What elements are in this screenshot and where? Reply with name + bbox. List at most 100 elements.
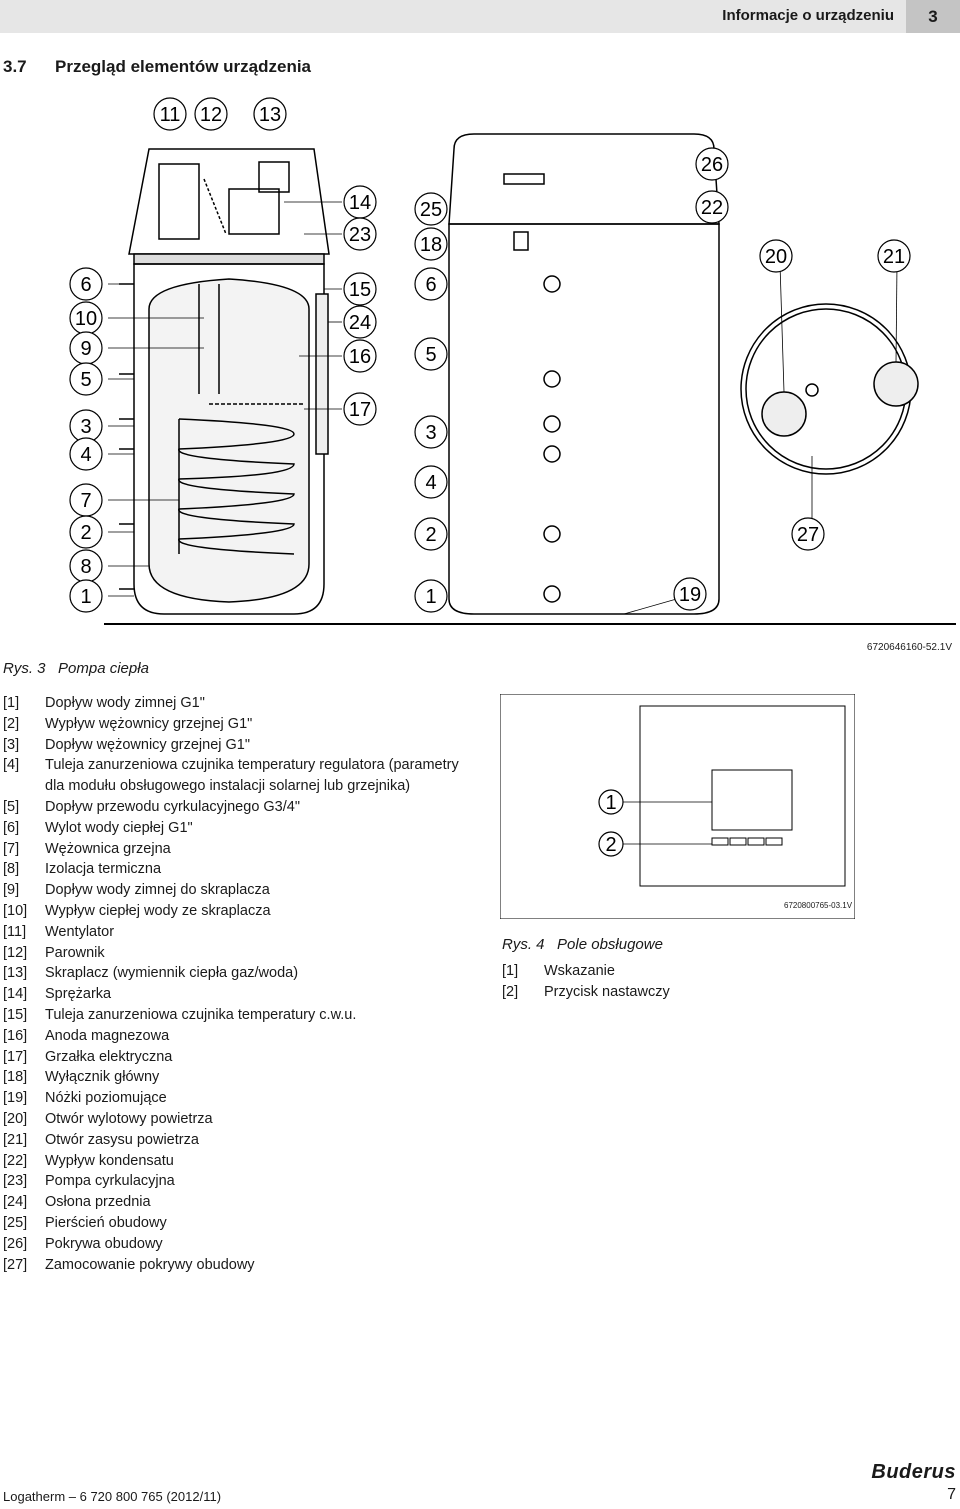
figure3-legend-item: [6]Wylot wody ciepłej G1" xyxy=(3,818,459,839)
callout-circle xyxy=(695,190,729,224)
legend-key: [14] xyxy=(3,986,28,1003)
figure3-caption: Rys. 3 Pompa ciepła xyxy=(3,660,149,677)
callout-label: 2 xyxy=(80,522,91,544)
heading-number: 3.7 xyxy=(3,57,27,76)
legend-text: Pierścień obudowy xyxy=(45,1214,167,1231)
figure4-callout-2: 2 xyxy=(605,834,616,856)
legend-text: dla modułu obsługowego instalacji solarn… xyxy=(45,778,411,795)
legend-key: [3] xyxy=(3,736,20,753)
legend-text: Wskazanie xyxy=(544,963,615,979)
callout-label: 14 xyxy=(349,192,371,214)
figure3-legend-item: [14] Sprężarka xyxy=(3,984,459,1005)
legend-text: Parownik xyxy=(45,944,105,961)
callout-circle xyxy=(695,147,729,181)
legend-text: Grzałka elektryczna xyxy=(45,1048,173,1065)
figure4-caption-label: Rys. 4 xyxy=(502,936,545,953)
figure4-caption: Rys. 4 Pole obsługowe xyxy=(502,936,663,953)
callout-circle xyxy=(343,272,377,306)
legend-text: Otwór wylotowy powietrza xyxy=(45,1110,213,1127)
callout-label: 20 xyxy=(765,246,787,268)
legend-text: Wężownica grzejna xyxy=(45,840,171,857)
callout-label: 5 xyxy=(425,344,436,366)
callout-label: 18 xyxy=(420,234,442,256)
legend-key: [19] xyxy=(3,1090,28,1107)
legend-key: [15] xyxy=(3,1006,28,1023)
legend-text: Sprężarka xyxy=(45,986,112,1003)
figure3-legend-item: [2]Wypływ wężownicy grzejnej G1" xyxy=(3,714,459,735)
figure3-legend-item: [7] Wężownica grzejna xyxy=(3,839,459,860)
legend-text: Przycisk nastawczy xyxy=(544,983,670,1000)
callout-circle xyxy=(414,267,448,301)
callout-label: 23 xyxy=(349,224,371,246)
callout-label: 16 xyxy=(349,346,371,368)
figure3-legend-item: [12]Parownik xyxy=(3,943,459,964)
callout-circle xyxy=(343,217,377,251)
legend-text: Dopływ przewodu cyrkulacyjnego G3/4" xyxy=(45,798,300,815)
callout-label: 5 xyxy=(80,369,91,391)
legend-key: [2] xyxy=(502,983,519,1000)
legend-key: [23] xyxy=(3,1173,28,1190)
legend-key: [1] xyxy=(502,963,519,979)
legend-text: Pompa cyrkulacyjna xyxy=(45,1173,175,1190)
legend-text: Dopływ wody zimnej do skraplacza xyxy=(45,882,270,899)
callout-circle xyxy=(69,579,103,613)
legend-key: [22] xyxy=(3,1152,28,1169)
figure3-legend-item: [22] Wypływ kondensatu xyxy=(3,1151,459,1172)
callout-label: 27 xyxy=(797,524,819,546)
figure3-legend-item: [19] Nóżki poziomujące xyxy=(3,1088,459,1109)
figure3-legend-item: [17] Grzałka elektryczna xyxy=(3,1047,459,1068)
callout-circle xyxy=(414,415,448,449)
figure3-legend-item: [26]Pokrywa obudowy xyxy=(3,1234,459,1255)
legend-text: Nóżki poziomujące xyxy=(45,1090,167,1107)
callout-label: 4 xyxy=(425,472,436,494)
callout-circle xyxy=(343,392,377,426)
figure3-legend-item: [11]Wentylator xyxy=(3,922,459,943)
legend-key: [9] xyxy=(3,882,20,899)
callout-label: 8 xyxy=(80,556,91,578)
legend-text: Wypływ wężownicy grzejnej G1" xyxy=(45,715,253,732)
legend-text: Dopływ wody zimnej G1" xyxy=(45,695,205,711)
figure3-legend-item: [18]Wyłącznik główny xyxy=(3,1067,459,1088)
legend-key: [18] xyxy=(3,1069,28,1086)
legend-key: [17] xyxy=(3,1048,28,1065)
callout-label: 3 xyxy=(425,422,436,444)
callout-label: 25 xyxy=(420,199,442,221)
legend-text: Wylot wody ciepłej G1" xyxy=(45,819,193,836)
figure3-legend-item: [8]Izolacja termiczna xyxy=(3,859,459,880)
legend-key: [1] xyxy=(3,695,20,711)
callout-circle xyxy=(194,97,228,131)
callout-label: 24 xyxy=(349,312,371,334)
legend-key: [16] xyxy=(3,1027,28,1044)
figure3-caption-text: Pompa ciepła xyxy=(58,660,149,677)
callout-label: 22 xyxy=(701,197,723,219)
footer-doc: Logatherm – 6 720 800 765 (2012/11) xyxy=(3,1489,222,1504)
legend-text: Osłona przednia xyxy=(45,1194,151,1211)
legend-key: [20] xyxy=(3,1110,28,1127)
legend-text: Pokrywa obudowy xyxy=(45,1235,163,1252)
figure3-legend-item: [24]Osłona przednia xyxy=(3,1192,459,1213)
figure3-legend-item: [4]Tuleja zanurzeniowa czujnika temperat… xyxy=(3,755,459,776)
callout-circle xyxy=(253,97,287,131)
figure3-legend-item: [25]Pierścień obudowy xyxy=(3,1213,459,1234)
figure3-legend-item: [5]Dopływ przewodu cyrkulacyjnego G3/4" xyxy=(3,797,459,818)
figure3-legend-item: dla modułu obsługowego instalacji solarn… xyxy=(3,776,459,797)
figure3-legend: [1] Dopływ wody zimnej G1" [2]Wypływ wężow… xyxy=(3,693,459,1275)
legend-text: Skraplacz (wymiennik ciepła gaz/woda) xyxy=(45,965,299,982)
legend-text: Dopływ wężownicy grzejnej G1" xyxy=(45,736,251,753)
callout-label: 17 xyxy=(349,399,371,421)
legend-key: [10] xyxy=(3,902,28,919)
legend-text: Otwór zasysu powietrza xyxy=(45,1131,199,1148)
callout-circle xyxy=(153,97,187,131)
figure4-legend-item: [1] Wskazanie xyxy=(502,961,670,982)
figure3-code: 6720646160-52.1V xyxy=(866,642,952,653)
heading-title: Przegląd elementów urządzenia xyxy=(55,57,312,76)
legend-text: Wypływ kondensatu xyxy=(45,1152,174,1169)
figure4-code: 6720800765-03.1V xyxy=(784,901,853,910)
chapter-number: 3 xyxy=(906,0,960,33)
callout-circle xyxy=(69,362,103,396)
callout-label: 6 xyxy=(425,274,436,296)
figure4-callout-1: 1 xyxy=(605,792,616,814)
callout-label: 9 xyxy=(80,338,91,360)
legend-key: [7] xyxy=(3,840,20,857)
